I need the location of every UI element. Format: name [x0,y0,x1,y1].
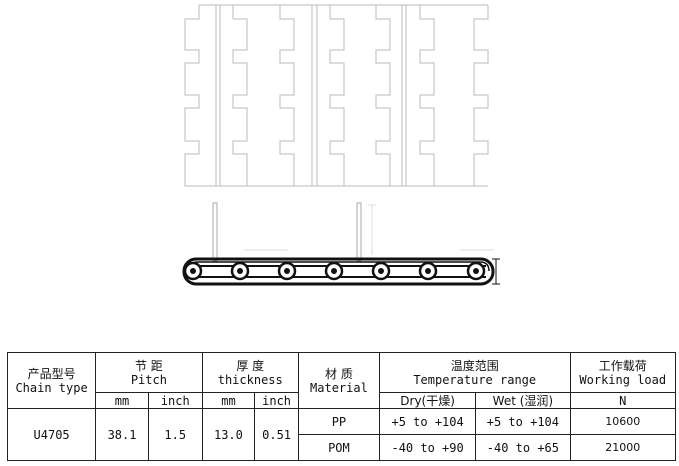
load-header: 工作载荷 Working load [569,352,677,393]
wet-range-cell: -40 to +65 [475,434,571,461]
load-cell: 21000 [569,434,677,461]
unit-n: N [569,392,677,409]
unit-mm-pitch: mm [95,392,149,409]
unit-mm-thickness: mm [201,392,256,409]
material-header: 材 质 Material [297,352,380,409]
pitch-mm-cell: 38.1 [95,408,149,461]
wet-header: Wet (湿润) [475,392,571,409]
load-cell: 10600 [569,408,677,435]
material-cell: PP [297,408,380,435]
wet-range-cell: +5 to +104 [475,408,571,435]
model-cell: U4705 [6,408,97,461]
spec-table: 产品型号 Chain type 节 距 Pitch 厚 度 thickness … [6,352,677,461]
dry-range-cell: -40 to +90 [378,434,477,461]
side-view [182,202,500,286]
thickness-inch-cell: 0.51 [254,408,299,461]
table-row: POM -40 to +90 -40 to +65 21000 [8,434,677,461]
chain-drawing [182,4,500,286]
unit-row: mm inch mm inch Dry(干燥) Wet (湿润) N [8,392,677,409]
dry-range-cell: +5 to +104 [378,408,477,435]
temperature-header: 温度范围 Temperature range [378,352,571,393]
unit-inch-pitch: inch [147,392,203,409]
pitch-header: 节 距 Pitch [95,352,203,393]
dry-header: Dry(干燥) [378,392,477,409]
unit-inch-thickness: inch [254,392,299,409]
header-row: 产品型号 Chain type 节 距 Pitch 厚 度 thickness … [6,352,677,409]
thickness-mm-cell: 13.0 [201,408,256,461]
top-view [184,4,489,187]
table-row: U4705 38.1 1.5 13.0 0.51 PP +5 to +104 +… [6,408,677,461]
material-cell: POM [297,434,380,461]
pitch-inch-cell: 1.5 [147,408,203,461]
thickness-header: 厚 度 thickness [201,352,299,393]
chain-type-header: 产品型号 Chain type [6,352,97,409]
